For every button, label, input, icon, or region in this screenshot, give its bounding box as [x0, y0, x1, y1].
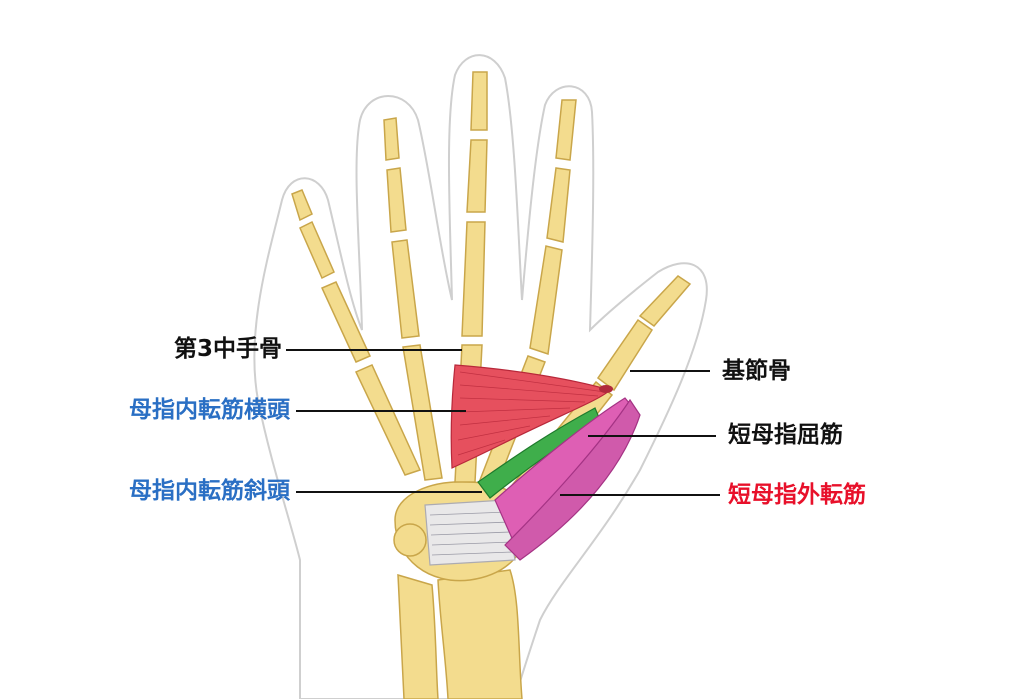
adductor-transverse-head-muscle	[450, 364, 612, 469]
leader-proximal-phalanx	[630, 370, 710, 372]
leader-metacarpal3	[286, 349, 462, 351]
pisiform-bone	[393, 523, 427, 557]
radius-bone	[437, 569, 523, 699]
hand-outline	[253, 54, 708, 699]
leader-apb	[560, 494, 720, 496]
label-fpb: 短母指屈筋	[728, 422, 843, 448]
tendon-insertion	[599, 385, 613, 393]
ring-finger-bones	[383, 117, 443, 481]
abductor-pollicis-brevis-muscle	[504, 398, 641, 561]
transverse-head-fibers	[457, 371, 606, 456]
leader-adductor-transverse	[296, 410, 466, 412]
label-metacarpal3: 第3中手骨	[173, 336, 282, 362]
label-adductor-transverse: 母指内転筋横頭	[129, 397, 290, 423]
leader-adductor-oblique	[296, 491, 482, 493]
label-apb: 短母指外転筋	[728, 482, 866, 508]
ligament-fibers	[429, 511, 514, 556]
little-finger-bones	[291, 189, 422, 476]
transverse-carpal-ligament	[424, 499, 516, 566]
label-adductor-oblique: 母指内転筋斜頭	[129, 478, 290, 504]
ulna-bone	[397, 573, 439, 699]
label-proximal-phalanx: 基節骨	[722, 358, 791, 384]
leader-fpb	[588, 435, 716, 437]
